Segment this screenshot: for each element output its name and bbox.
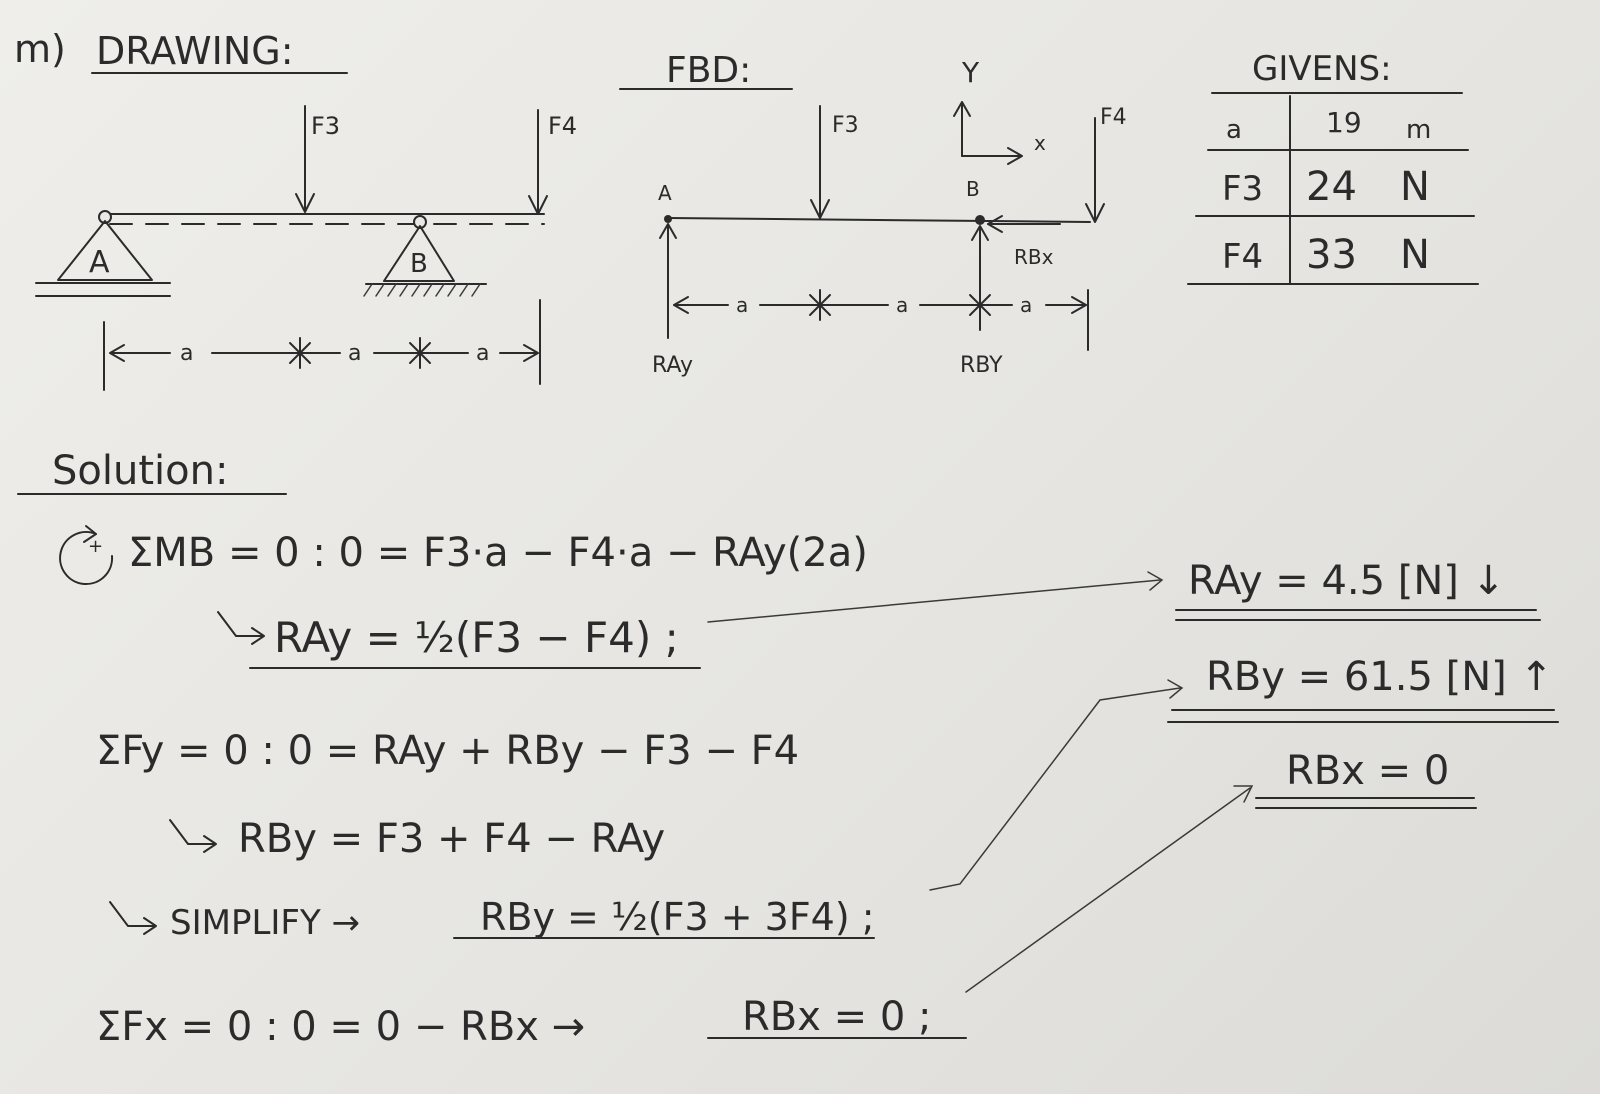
fbd-axis-y-label: Y: [961, 56, 980, 89]
solution-heading: Solution:: [52, 448, 228, 494]
connector-arrows: [707, 571, 1254, 993]
drawing-heading: DRAWING:: [96, 29, 294, 73]
givens-row-2-value: 24: [1306, 164, 1357, 210]
result-arrow-icon: [217, 611, 265, 645]
svg-text:+: +: [88, 536, 103, 557]
givens-table: a 19 m F3 24 N F4 33 N: [1187, 95, 1479, 285]
equation-sum-fx: ΣFx = 0 : 0 = 0 − RBx →: [96, 1004, 585, 1050]
givens-row-1-unit: m: [1406, 115, 1431, 145]
fbd-dim-3: a: [1020, 293, 1032, 317]
equation-ray-result: RAy = ½(F3 − F4) ;: [274, 613, 679, 662]
fbd-dim-1: a: [736, 293, 748, 317]
equation-moment: ΣMB = 0 : 0 = F3·a − F4·a − RAy(2a): [128, 530, 868, 576]
givens-row-1-value: 19: [1326, 106, 1362, 139]
fbd-force-f4: F4: [1100, 105, 1127, 130]
drawing-force-f3: F3: [311, 112, 340, 140]
answer-rby: RBy = 61.5 [N] ↑: [1206, 654, 1553, 700]
fbd-reaction-rbx: RBx: [1014, 245, 1054, 269]
fbd-dim-2: a: [896, 293, 908, 317]
fbd-axis-x-label: x: [1034, 131, 1046, 155]
givens-row-1-symbol: a: [1226, 115, 1242, 145]
fbd-heading: FBD:: [666, 50, 751, 91]
givens-row-3-unit: N: [1400, 232, 1430, 278]
givens-row-2-unit: N: [1400, 164, 1430, 210]
free-body-diagram: A B F3 F4 Y x RAy RBY RBx: [652, 56, 1127, 378]
givens-row-3-symbol: F4: [1222, 237, 1263, 277]
fbd-force-f3: F3: [832, 113, 859, 138]
equation-rby-result: RBy = F3 + F4 − RAy: [238, 816, 665, 862]
drawing-force-f4: F4: [548, 112, 577, 140]
givens-row-3-value: 33: [1306, 232, 1357, 278]
part-label: m): [14, 27, 66, 71]
equation-rby-simplified: RBy = ½(F3 + 3F4) ;: [480, 895, 875, 939]
equation-rbx-result: RBx = 0 ;: [742, 994, 932, 1040]
givens-row-2-symbol: F3: [1222, 169, 1263, 209]
simplify-label: SIMPLIFY →: [170, 903, 360, 943]
drawing-dim-1: a: [180, 341, 193, 366]
support-a-label: A: [89, 245, 110, 280]
result-arrow-icon-2: [169, 819, 217, 853]
support-b-label: B: [410, 249, 428, 279]
givens-heading: GIVENS:: [1252, 49, 1392, 89]
moment-sign-icon: +: [59, 525, 114, 586]
fbd-point-a: A: [658, 181, 672, 205]
fbd-point-b: B: [966, 177, 980, 201]
answer-ray: RAy = 4.5 [N] ↓: [1188, 558, 1505, 604]
equation-sum-fy: ΣFy = 0 : 0 = RAy + RBy − F3 − F4: [96, 728, 799, 774]
result-arrow-icon-3: [109, 901, 157, 935]
beam-drawing: A B F3 F4 a a a: [35, 105, 577, 391]
answer-rbx: RBx = 0: [1286, 748, 1449, 794]
fbd-reaction-rby: RBY: [960, 353, 1003, 378]
fbd-reaction-ray: RAy: [652, 353, 693, 378]
drawing-dim-3: a: [476, 341, 489, 366]
drawing-dim-2: a: [348, 341, 361, 366]
